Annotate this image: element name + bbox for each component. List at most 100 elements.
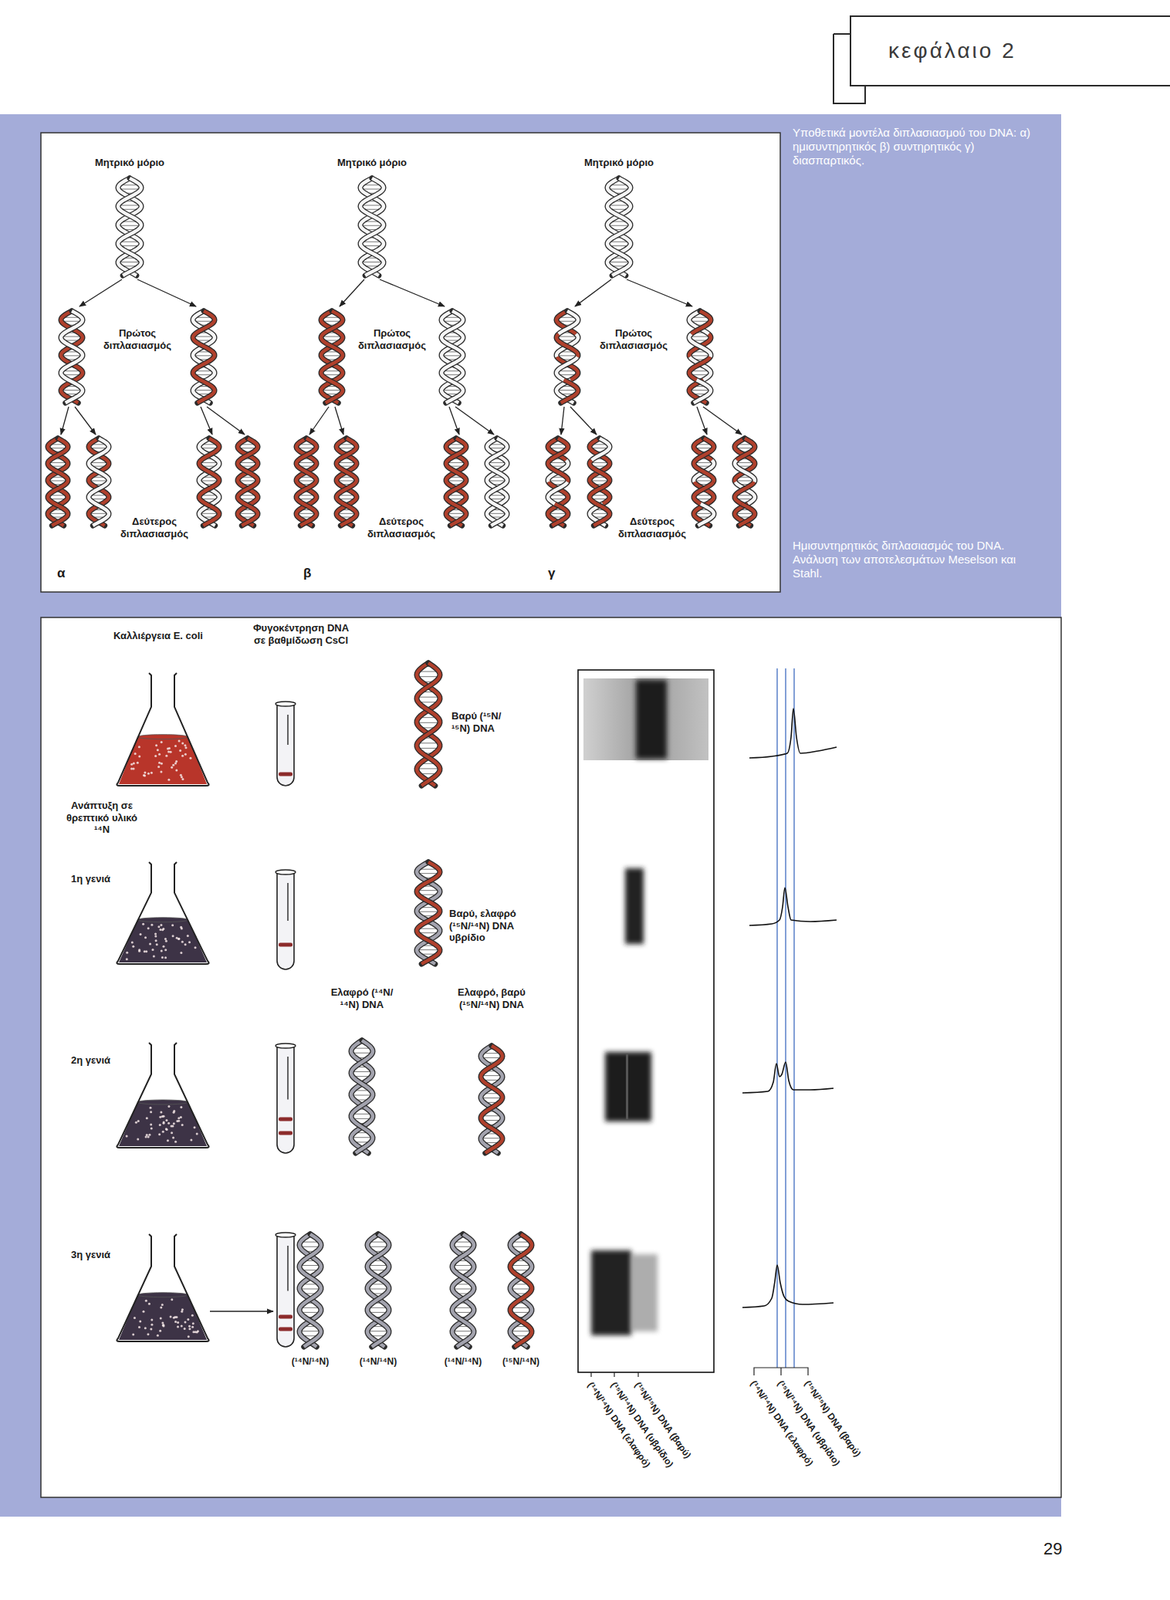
strand (60, 311, 83, 403)
strand (452, 1234, 474, 1347)
strand-outline (510, 1234, 532, 1347)
base-pair (441, 389, 464, 391)
dna-helix (486, 438, 508, 526)
dna-helix (589, 438, 610, 526)
dna-label: (¹⁵N/¹⁴N) (502, 1355, 540, 1367)
bacterium (155, 939, 158, 942)
strand (693, 459, 714, 482)
strand (336, 438, 357, 526)
flask-glass (116, 1234, 209, 1342)
reference-line (776, 668, 778, 1368)
centrifuge-tube (275, 1043, 296, 1154)
base-pair (351, 1136, 373, 1138)
figure-caption: Υποθετικά μοντέλα διπλασιασμού του DNA: … (792, 125, 1048, 168)
gel-gap (625, 1054, 629, 1120)
bacterium (160, 762, 163, 765)
strand-outline (237, 438, 258, 526)
reference-line (784, 668, 786, 1368)
strand (296, 438, 317, 526)
bacterium (149, 1106, 153, 1110)
strand (446, 438, 467, 526)
strand (590, 482, 610, 504)
bacterium (144, 936, 147, 939)
base-pair (556, 355, 579, 356)
strand-outline (336, 438, 357, 526)
strand-outline (734, 438, 755, 526)
bacterium (187, 1335, 190, 1338)
page-panel (0, 114, 1062, 1517)
arrow (570, 406, 597, 435)
tube-glass (277, 1234, 295, 1347)
strand-outline (416, 862, 440, 964)
strand (486, 438, 508, 526)
base-pair (452, 1330, 474, 1332)
strand (558, 311, 579, 335)
base-pair (441, 355, 464, 356)
strand-outline (486, 438, 508, 526)
strand-outline (199, 438, 220, 526)
centrifuge-tube (275, 869, 296, 970)
panel-letter: β (303, 565, 312, 582)
bacterium (165, 1119, 168, 1122)
strand (360, 178, 384, 276)
strand-outline (480, 1045, 503, 1154)
bacterium (154, 754, 157, 758)
strand-outline (118, 178, 142, 276)
strand-outline (734, 438, 755, 526)
dna-helix (452, 1234, 474, 1347)
strand-outline (192, 311, 215, 403)
dna-label: Ελαφρό (¹⁴N/¹⁴N) DNA (330, 986, 394, 1011)
bacterium (192, 1322, 195, 1325)
bacterium (175, 1315, 178, 1319)
bacterium (188, 1327, 191, 1330)
dna-helix (446, 438, 467, 526)
strand (589, 459, 610, 482)
bacterium (150, 771, 153, 775)
liquid-surface (137, 917, 189, 923)
bacterium (125, 957, 129, 961)
base-pair (416, 889, 440, 891)
bacterium (134, 752, 137, 755)
strand (416, 862, 440, 964)
strand-outline (480, 1045, 503, 1154)
strand (351, 1040, 373, 1154)
dna-helix (547, 438, 569, 526)
bacterium (184, 1321, 187, 1324)
bacterium (169, 1315, 173, 1319)
bacterium (150, 1318, 153, 1321)
bacterium (150, 1127, 153, 1130)
strand (452, 1234, 474, 1347)
strand-outline (118, 178, 142, 276)
strand-outline (486, 438, 508, 526)
bacterium (149, 1328, 153, 1331)
bacterium (162, 1324, 165, 1327)
bacterium (161, 1303, 164, 1306)
bacterium (142, 774, 146, 777)
dna-helix (237, 438, 258, 526)
page-number: 29 (1043, 1538, 1062, 1559)
strand (551, 503, 569, 526)
bacterium (172, 1122, 176, 1125)
bacterium (158, 1329, 162, 1333)
bacterium (176, 1321, 180, 1324)
bacterium (138, 948, 141, 951)
tick (613, 1372, 615, 1377)
bacterium (159, 1305, 163, 1309)
strand-outline (199, 438, 220, 526)
bacterium (161, 1321, 164, 1324)
dna-helix (192, 311, 215, 403)
bacterium (136, 1138, 139, 1141)
photo-frame (578, 669, 714, 1373)
bacterium (177, 1116, 180, 1120)
base-pair (367, 1330, 389, 1332)
bacterium (186, 1318, 190, 1321)
density-curve (742, 1061, 834, 1093)
bacterium (149, 1110, 153, 1113)
bacterium (184, 746, 187, 749)
panel-letter: α (57, 565, 65, 582)
dna-helix (296, 438, 317, 526)
bacterium (160, 949, 163, 952)
dna-helix (47, 438, 68, 526)
base-pair (510, 1330, 532, 1332)
strand (480, 1045, 503, 1154)
